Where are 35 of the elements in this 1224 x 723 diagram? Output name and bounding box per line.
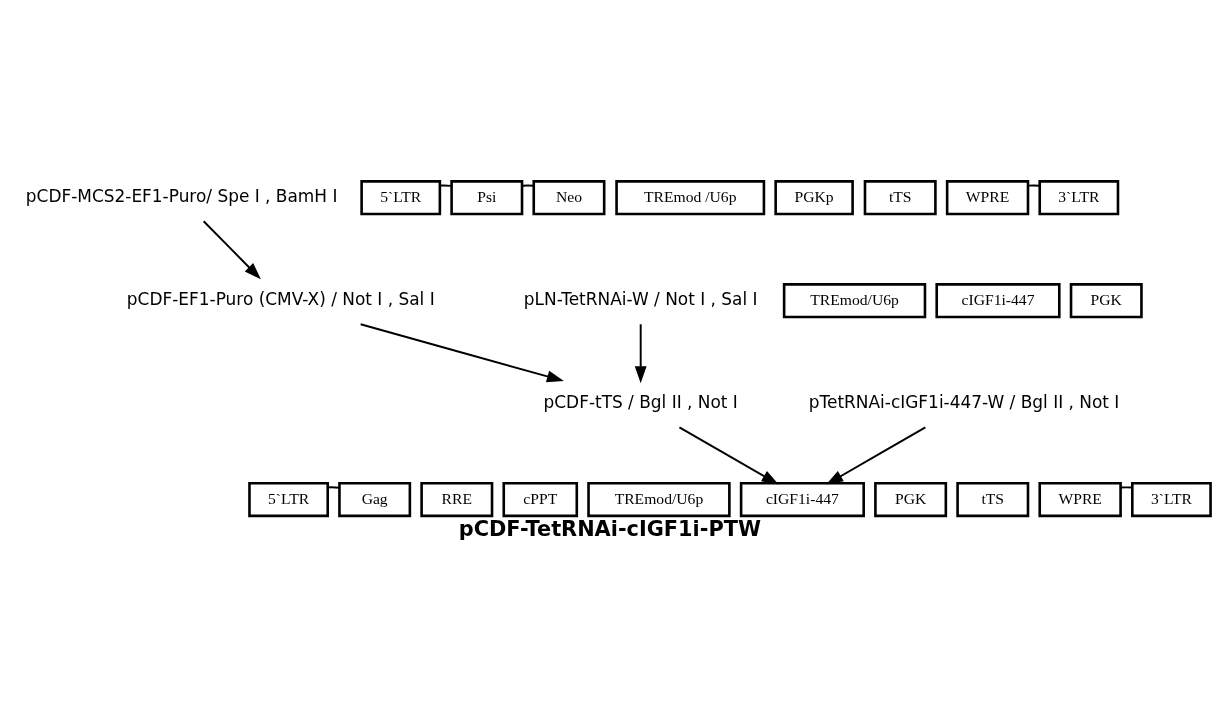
node-text: pCDF-EF1-Puro (CMV-X) / Not I , Sal I [126, 288, 435, 309]
node-box: tTS [863, 179, 937, 215]
node-text: pTetRNAi-cIGF1i-447-W / Bgl II , Not I [808, 391, 1120, 412]
node-text: pLN-TetRNAi-W / Not I , Sal I [523, 288, 758, 309]
arrow [202, 219, 261, 279]
node-box: PGK [1069, 282, 1143, 318]
node-box: WPRE [1038, 481, 1122, 517]
arrow [359, 322, 564, 382]
node-text: pCDF-tTS / Bgl II , Not I [543, 391, 738, 412]
arrow [678, 425, 779, 485]
connector [1119, 485, 1134, 489]
node-box: cPPT [502, 481, 579, 517]
node-box: RRE [420, 481, 494, 517]
node-box: cIGF1i-447 [739, 481, 865, 517]
node-box: TREmod/U6p [587, 481, 731, 517]
node-box: cIGF1i-447 [935, 282, 1061, 318]
node-box: Gag [338, 481, 412, 517]
arrow [634, 322, 647, 383]
connector [439, 184, 453, 187]
caption: pCDF-TetRNAi-cIGF1i-PTW [458, 516, 761, 541]
node-text: pCDF-MCS2-EF1-Puro/ Spe I , BamH I [25, 185, 338, 206]
connector [326, 485, 341, 489]
node-box: PGK [874, 481, 948, 517]
node-box: WPRE [945, 179, 1030, 215]
node-box: 5`LTR [248, 481, 330, 517]
node-box: 3`LTR [1038, 179, 1120, 215]
node-box: tTS [956, 481, 1030, 517]
node-box: PGKp [774, 179, 854, 215]
node-box: TREmod /U6p [615, 179, 766, 215]
node-box: 5`LTR [360, 179, 442, 215]
node-box: Neo [532, 179, 606, 215]
node-box: Psi [450, 179, 524, 215]
node-box: 3`LTR [1131, 481, 1212, 517]
node-box: TREmod/U6p [782, 282, 927, 318]
arrow [826, 425, 927, 485]
